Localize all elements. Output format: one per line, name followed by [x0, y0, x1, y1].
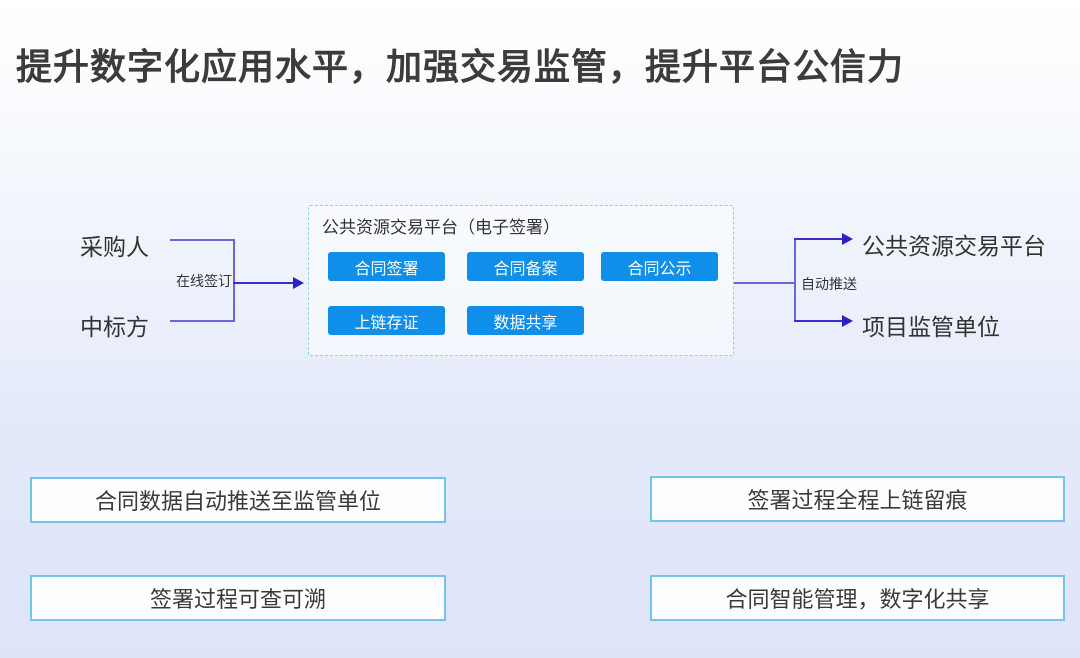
auto-push-label: 自动推送: [801, 276, 857, 292]
connector-line-bidder: [170, 320, 234, 322]
target-label-trade-platform: 公共资源交易平台: [862, 233, 1046, 259]
connector-merge-line: [233, 239, 235, 322]
auto-push-arrow-bottom-line: [794, 320, 844, 322]
benefit-box-auto-push: 合同数据自动推送至监管单位: [30, 477, 446, 523]
online-sign-arrow-line: [233, 282, 295, 284]
module-chip-contract-filing: 合同备案: [467, 252, 584, 281]
module-chip-contract-publicity: 合同公示: [601, 252, 718, 281]
auto-push-arrow-bottom-head-icon: [842, 315, 853, 327]
target-label-regulator: 项目监管单位: [862, 314, 1000, 340]
auto-push-arrow-top-head-icon: [842, 233, 853, 245]
connector-line-purchaser: [170, 239, 234, 241]
online-sign-arrowhead-icon: [293, 277, 304, 289]
page-title: 提升数字化应用水平，加强交易监管，提升平台公信力: [16, 46, 905, 87]
benefit-box-chain-trace: 签署过程全程上链留痕: [650, 476, 1065, 522]
module-chip-data-sharing: 数据共享: [467, 306, 584, 335]
connector-split-line: [794, 239, 796, 322]
party-label-bidder: 中标方: [80, 314, 149, 340]
online-sign-label: 在线签订: [176, 273, 232, 289]
auto-push-arrow-top-line: [794, 238, 844, 240]
connector-out-line: [734, 282, 795, 284]
benefit-box-smart-manage: 合同智能管理，数字化共享: [650, 575, 1065, 621]
module-chip-contract-sign: 合同签署: [328, 252, 445, 281]
platform-title: 公共资源交易平台（电子签署）: [322, 218, 560, 237]
module-chip-chain-deposit: 上链存证: [328, 306, 445, 335]
benefit-box-traceable: 签署过程可查可溯: [30, 575, 446, 621]
party-label-purchaser: 采购人: [80, 234, 149, 260]
